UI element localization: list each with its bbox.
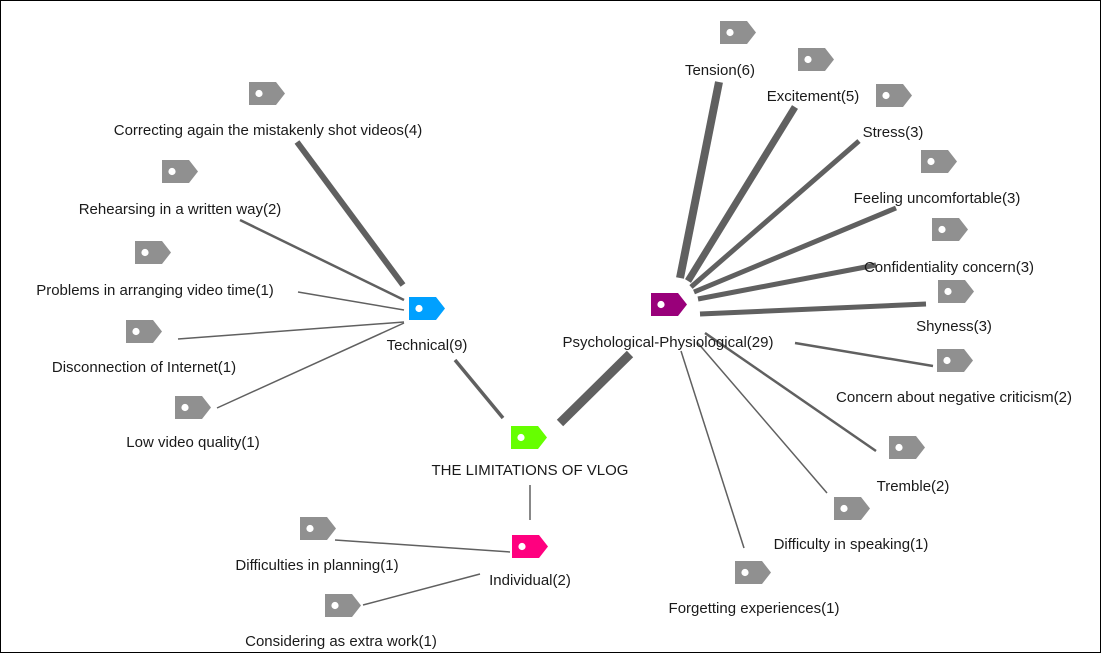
connector-shyness xyxy=(699,301,927,317)
connector-stress xyxy=(689,139,861,289)
code-confidentiality-concern-label: Confidentiality concern(3) xyxy=(864,259,1034,276)
code-forgetting-experiences-tag-icon xyxy=(735,561,771,584)
code-difficulties-in-planning-label: Difficulties in planning(1) xyxy=(235,557,398,574)
connector-concern-about-negative-criticism xyxy=(794,341,934,368)
code-shyness-label: Shyness(3) xyxy=(916,318,992,335)
code-stress-label: Stress(3) xyxy=(863,124,924,141)
connector-layer xyxy=(177,81,934,606)
code-forgetting-experiences-label: Forgetting experiences(1) xyxy=(669,600,840,617)
code-difficulty-in-speaking-label: Difficulty in speaking(1) xyxy=(774,536,929,553)
center-theme-label: THE LIMITATIONS OF VLOG xyxy=(432,462,629,479)
connector-confidentiality-concern xyxy=(697,262,877,302)
code-correcting-again-the-mistakenly-shot-videos-label: Correcting again the mistakenly shot vid… xyxy=(114,122,422,139)
code-difficulty-in-speaking-tag-icon xyxy=(834,497,870,520)
category-technical-label: Technical(9) xyxy=(387,337,468,354)
connector-feeling-uncomfortable xyxy=(693,205,897,295)
code-tension-label: Tension(6) xyxy=(685,62,755,79)
code-stress-tag-icon xyxy=(876,84,912,107)
connector-low-video-quality xyxy=(216,322,405,409)
code-low-video-quality-label: Low video quality(1) xyxy=(126,434,259,451)
code-tension-tag-icon xyxy=(720,21,756,44)
connector-excitement xyxy=(685,105,798,283)
connector-technical-to-center xyxy=(453,358,505,420)
code-excitement-tag-icon xyxy=(798,48,834,71)
code-disconnection-of-internet-label: Disconnection of Internet(1) xyxy=(52,359,236,376)
code-correcting-again-the-mistakenly-shot-videos-tag-icon xyxy=(249,82,285,105)
code-disconnection-of-internet-tag-icon xyxy=(126,320,162,343)
code-difficulties-in-planning-tag-icon xyxy=(300,517,336,540)
category-psychological-label: Psychological-Physiological(29) xyxy=(563,334,774,351)
code-considering-as-extra-work-label: Considering as extra work(1) xyxy=(245,633,437,650)
code-tremble-label: Tremble(2) xyxy=(877,478,950,495)
code-confidentiality-concern-tag-icon xyxy=(932,218,968,241)
code-concern-about-negative-criticism-tag-icon xyxy=(937,349,973,372)
code-shyness-tag-icon xyxy=(938,280,974,303)
code-considering-as-extra-work-tag-icon xyxy=(325,594,361,617)
code-problems-in-arranging-video-time-label: Problems in arranging video time(1) xyxy=(36,282,274,299)
category-psychological-tag-icon xyxy=(651,293,687,316)
code-rehearsing-in-a-written-way-tag-icon xyxy=(162,160,198,183)
code-tremble-tag-icon xyxy=(889,436,925,459)
connector-difficulties-in-planning xyxy=(334,539,511,553)
category-technical-tag-icon xyxy=(409,297,445,320)
center-tag-icon xyxy=(511,426,547,449)
connector-tremble xyxy=(704,331,877,453)
connector-forgetting-experiences xyxy=(680,350,745,549)
code-feeling-uncomfortable-label: Feeling uncomfortable(3) xyxy=(854,190,1021,207)
node-layer: THE LIMITATIONS OF VLOG Technical(9) Corre… xyxy=(36,21,1072,650)
code-excitement-label: Excitement(5) xyxy=(767,88,860,105)
category-individual-label: Individual(2) xyxy=(489,572,571,589)
connector-correcting-again-the-mistakenly-shot-videos xyxy=(294,140,406,287)
connector-difficulty-in-speaking xyxy=(696,341,828,494)
code-problems-in-arranging-video-time-tag-icon xyxy=(135,241,171,264)
category-individual-tag-icon xyxy=(512,535,548,558)
connector-problems-in-arranging-video-time xyxy=(297,291,405,311)
connector-tension xyxy=(676,81,723,279)
code-concern-about-negative-criticism-label: Concern about negative criticism(2) xyxy=(836,389,1072,406)
code-low-video-quality-tag-icon xyxy=(175,396,211,419)
code-feeling-uncomfortable-tag-icon xyxy=(921,150,957,173)
connector-rehearsing-in-a-written-way xyxy=(239,218,405,302)
connector-psychological-to-center xyxy=(556,350,634,427)
code-rehearsing-in-a-written-way-label: Rehearsing in a written way(2) xyxy=(79,201,282,218)
connector-disconnection-of-internet xyxy=(177,321,405,340)
connector-considering-as-extra-work xyxy=(362,573,481,606)
